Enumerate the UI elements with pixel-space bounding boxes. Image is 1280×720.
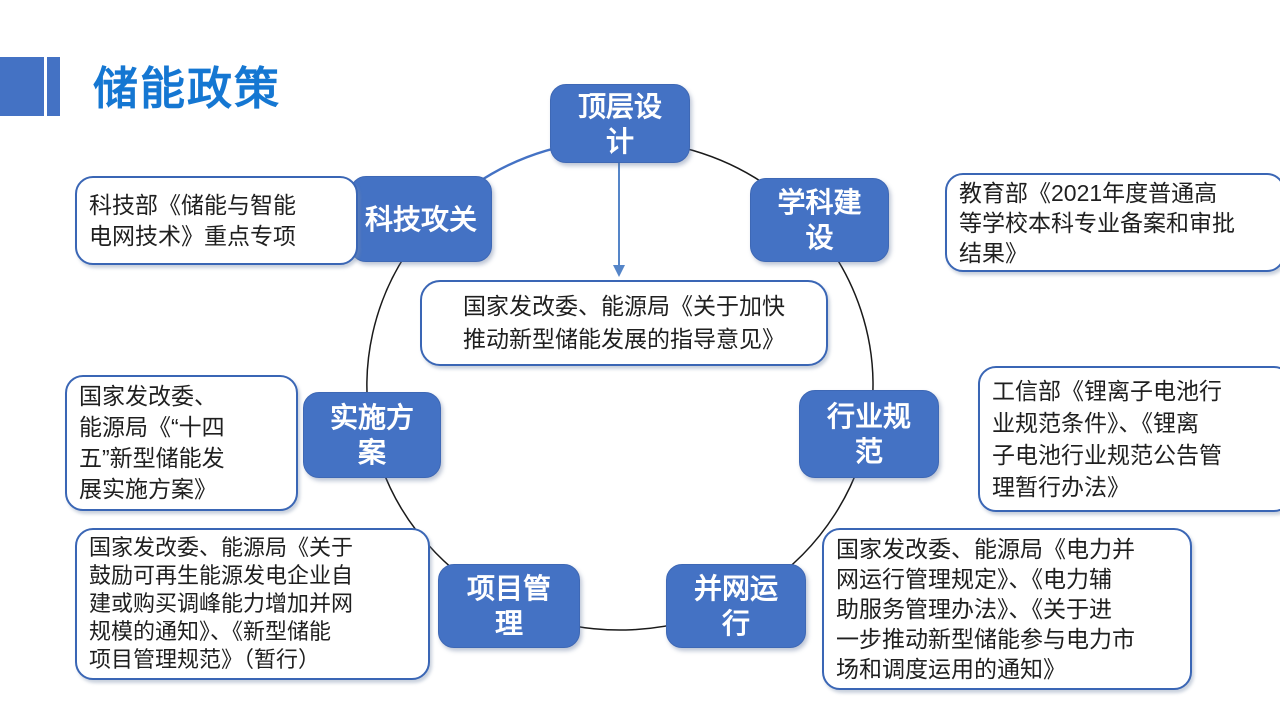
node-implementation-plan: 实施方 案 — [303, 392, 441, 478]
page-title: 储能政策 — [93, 63, 282, 114]
callout-industry-standard: 工信部《锂离子电池行 业规范条件》、《锂离 子电池行业规范公告管 理暂行办法》 — [978, 366, 1280, 512]
callout-education-ministry: 教育部《2021年度普通高 等学校本科专业备案和审批 结果》 — [945, 173, 1280, 272]
node-industry-standard: 行业规 范 — [799, 390, 939, 478]
title-accent-bar-thin — [47, 57, 60, 116]
node-tech-research: 科技攻关 — [350, 176, 492, 262]
title-accent-bar — [0, 57, 44, 116]
node-grid-operation: 并网运 行 — [666, 564, 806, 648]
callout-project-management: 国家发改委、能源局《关于 鼓励可再生能源发电企业自 建或购买调峰能力增加并网 规… — [75, 528, 430, 680]
callout-implementation-plan: 国家发改委、 能源局《“十四 五”新型储能发 展实施方案》 — [65, 375, 298, 511]
center-arrow-head — [613, 265, 625, 277]
callout-center-guidance: 国家发改委、能源局《关于加快 推动新型储能发展的指导意见》 — [420, 280, 828, 366]
node-discipline-construction: 学科建 设 — [750, 178, 889, 262]
node-top-level-design: 顶层设 计 — [550, 84, 690, 163]
callout-tech-ministry: 科技部《储能与智能 电网技术》重点专项 — [75, 176, 358, 265]
callout-grid-operation: 国家发改委、能源局《电力并 网运行管理规定》、《电力辅 助服务管理办法》、《关于… — [822, 528, 1192, 690]
node-project-management: 项目管 理 — [438, 564, 580, 648]
